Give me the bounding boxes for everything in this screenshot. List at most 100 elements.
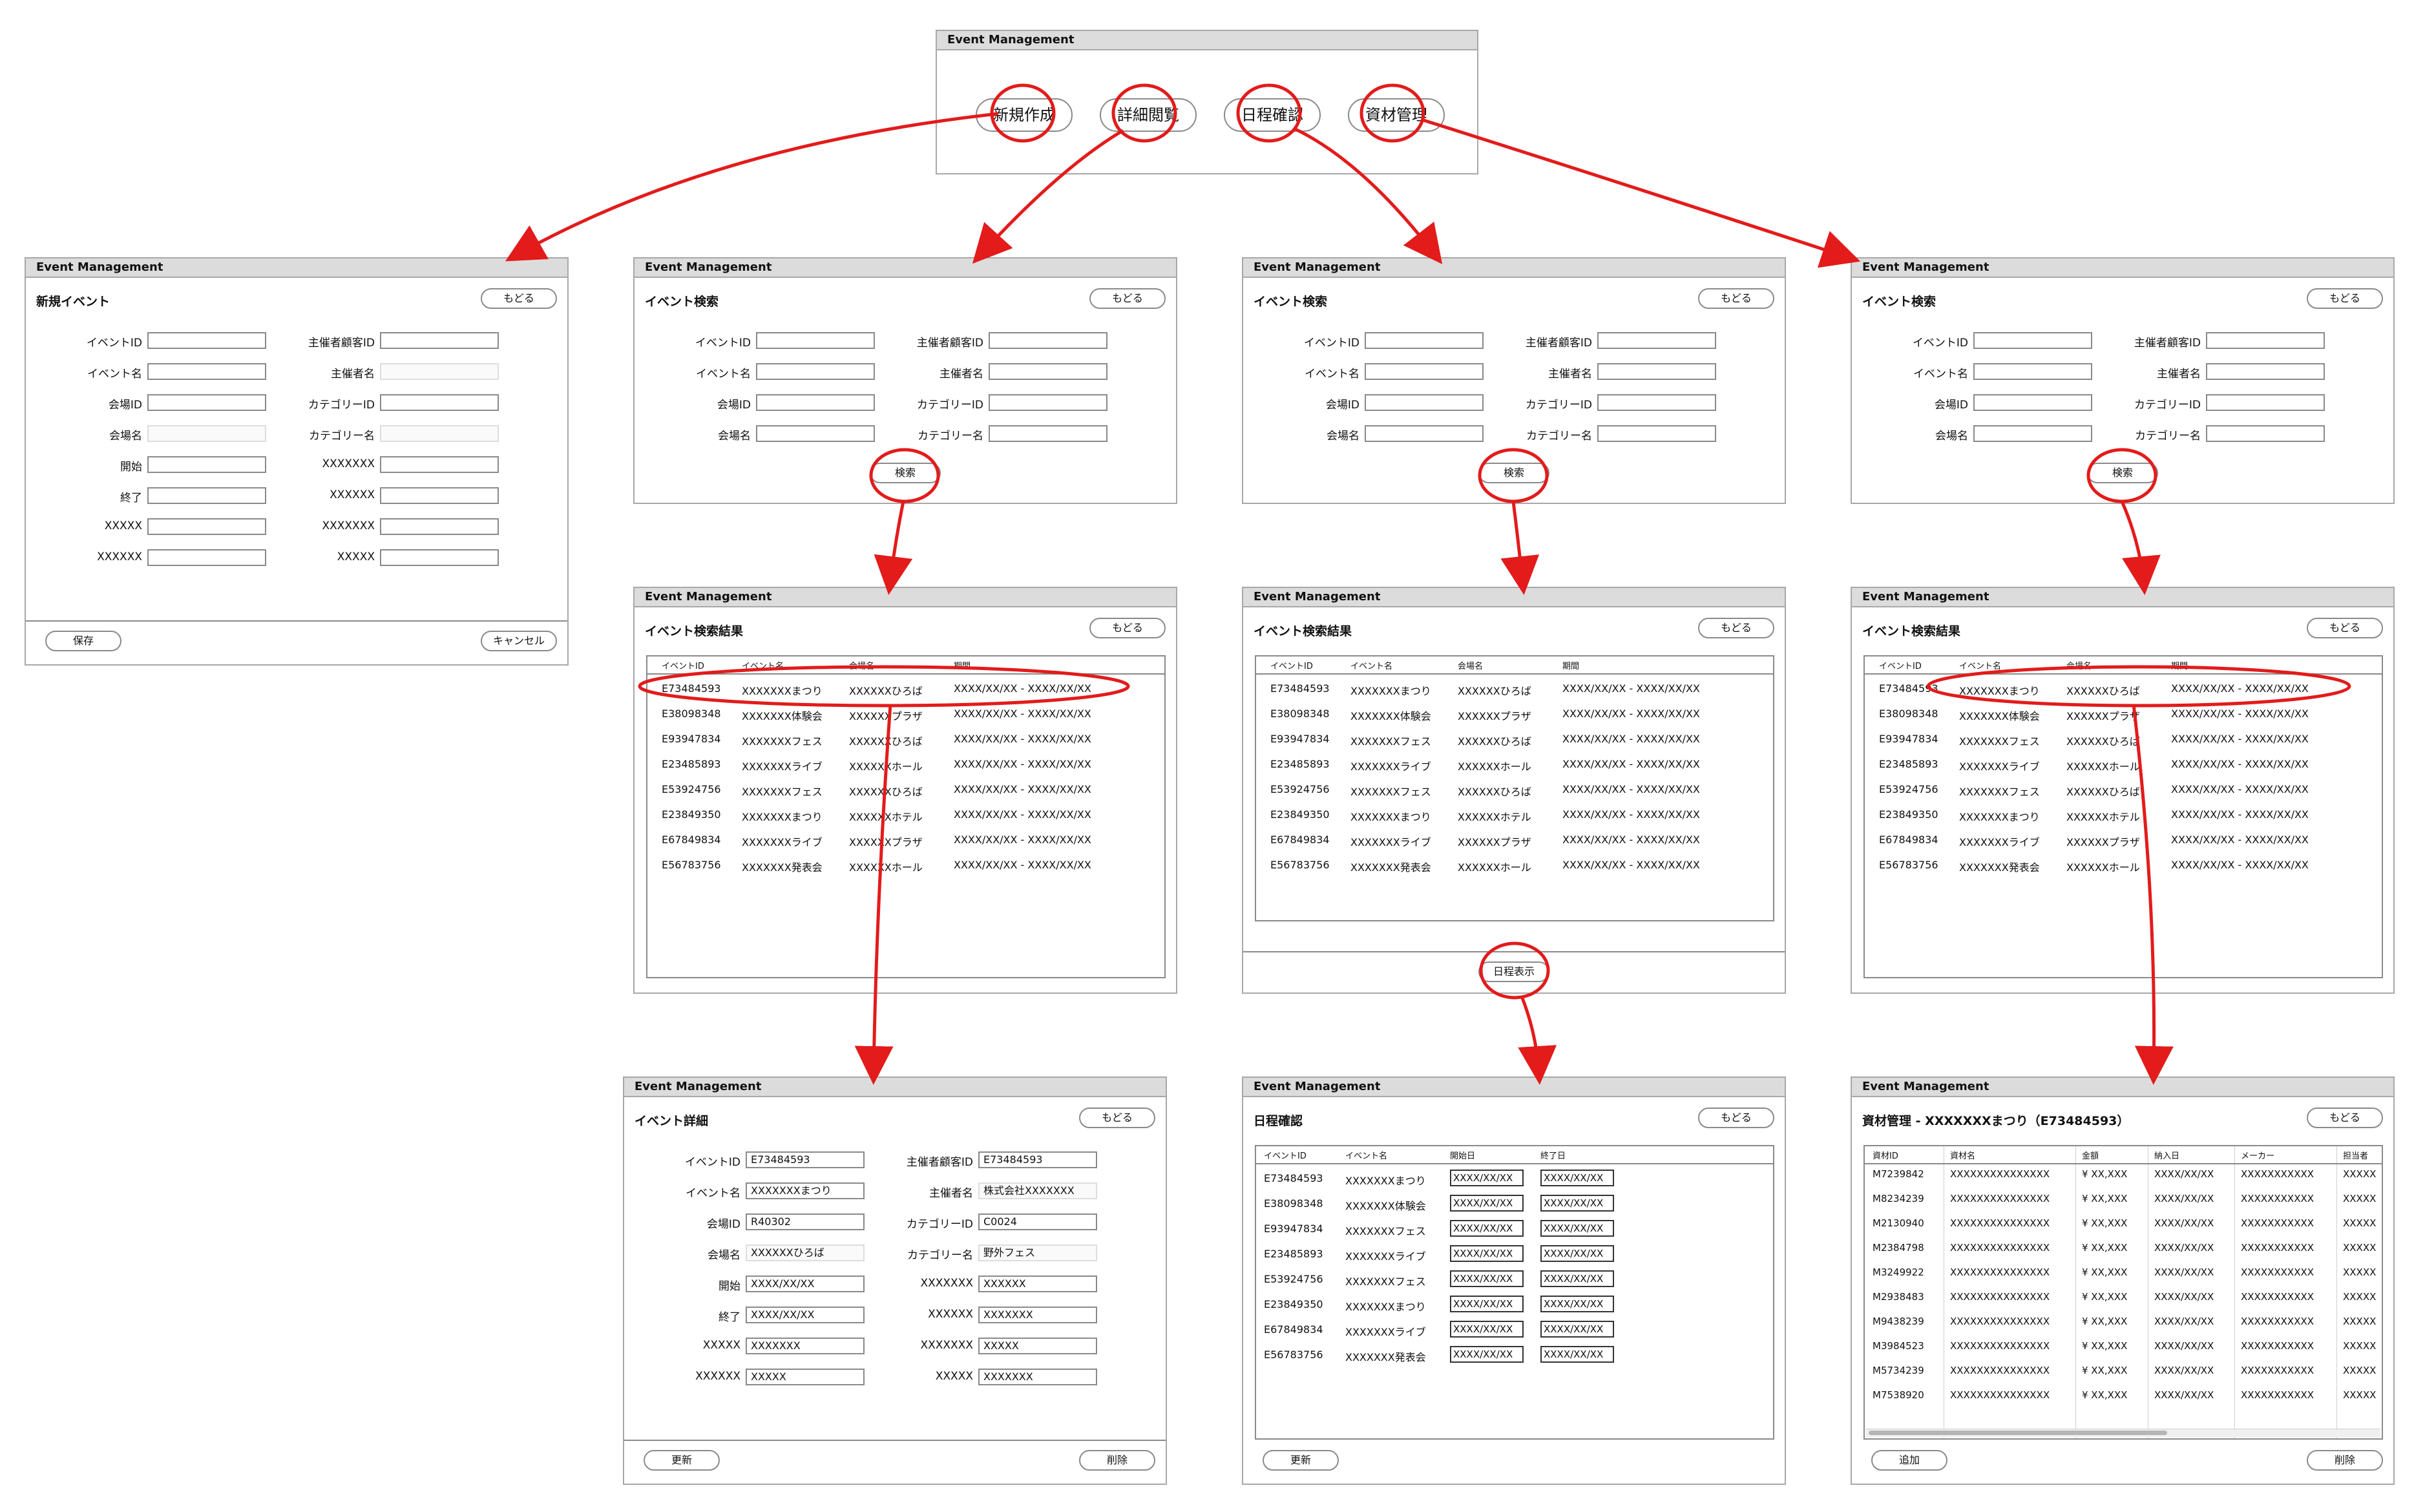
- delete-button[interactable]: 削除: [1079, 1450, 1155, 1471]
- text-field[interactable]: [756, 332, 875, 349]
- end-date-field[interactable]: XXXX/XX/XX: [1540, 1170, 1614, 1186]
- table-cell[interactable]: E23485893: [1270, 758, 1330, 770]
- table-cell[interactable]: XXXXXXプラザ: [849, 836, 923, 848]
- start-date-field[interactable]: XXXX/XX/XX: [1450, 1220, 1524, 1237]
- table-cell[interactable]: XXXXXXXフェス: [1959, 735, 2040, 748]
- table-cell[interactable]: XXXX/XX/XX - XXXX/XX/XX: [1562, 733, 1700, 745]
- table-cell[interactable]: M2130940: [1873, 1217, 1924, 1229]
- back-button[interactable]: もどる: [2307, 618, 2383, 638]
- table-cell[interactable]: E23485893: [662, 758, 721, 770]
- table-cell[interactable]: E53924756: [1879, 783, 1938, 795]
- table-cell[interactable]: E38098348: [1270, 708, 1330, 720]
- text-field[interactable]: [756, 425, 875, 442]
- table-cell[interactable]: XXXX/XX/XX - XXXX/XX/XX: [2171, 859, 2309, 871]
- table-cell[interactable]: XXXX/XX/XX: [2154, 1193, 2214, 1204]
- add-button[interactable]: 追加: [1871, 1450, 1947, 1471]
- start-date-field[interactable]: XXXX/XX/XX: [1450, 1346, 1524, 1363]
- text-field[interactable]: [380, 518, 499, 535]
- text-field[interactable]: E73484593: [746, 1151, 865, 1168]
- table-cell[interactable]: XXXXXXプラザ: [849, 710, 923, 722]
- table-cell[interactable]: XXXXXXXフェス: [1959, 786, 2040, 798]
- table-cell[interactable]: XXXXXXひろば: [2066, 685, 2140, 697]
- table-cell[interactable]: XXXX/XX/XX - XXXX/XX/XX: [954, 783, 1091, 795]
- table-cell[interactable]: XXXX/XX/XX: [2154, 1340, 2214, 1352]
- table-cell[interactable]: XXXX/XX/XX: [2154, 1217, 2214, 1229]
- text-field[interactable]: XXXXXX: [978, 1276, 1097, 1292]
- table-cell[interactable]: XXXXXXXXXXXXXXX: [1950, 1242, 2050, 1254]
- back-button[interactable]: もどる: [1079, 1108, 1155, 1128]
- table-cell[interactable]: E67849834: [1879, 834, 1938, 846]
- table-cell[interactable]: E23849350: [1879, 808, 1938, 821]
- table-cell[interactable]: E67849834: [1270, 834, 1330, 846]
- table-cell[interactable]: XXXX/XX/XX - XXXX/XX/XX: [2171, 708, 2309, 720]
- table-cell[interactable]: M9438239: [1873, 1316, 1924, 1327]
- update-button[interactable]: 更新: [1263, 1450, 1339, 1471]
- back-button[interactable]: もどる: [2307, 288, 2383, 309]
- table-cell[interactable]: XXXX/XX/XX - XXXX/XX/XX: [2171, 808, 2309, 821]
- text-field[interactable]: R40302: [746, 1213, 865, 1230]
- search-button[interactable]: 検索: [2087, 463, 2158, 483]
- table-cell[interactable]: XXXXXXXフェス: [742, 735, 823, 748]
- new-create-button[interactable]: 新規作成: [976, 98, 1073, 132]
- text-field[interactable]: [380, 394, 499, 411]
- table-cell[interactable]: M2384798: [1873, 1242, 1924, 1254]
- table-cell[interactable]: E73484593: [662, 682, 721, 695]
- end-date-field[interactable]: XXXX/XX/XX: [1540, 1245, 1614, 1262]
- table-cell[interactable]: XXXXXXホール: [849, 861, 923, 874]
- table-cell[interactable]: XXXXXXひろば: [2066, 735, 2140, 748]
- table-cell[interactable]: XXXXXXXまつり: [1350, 811, 1431, 823]
- text-field[interactable]: XXXX/XX/XX: [746, 1307, 865, 1323]
- update-button[interactable]: 更新: [644, 1450, 720, 1471]
- table-cell[interactable]: XXXXXXXライブ: [1350, 836, 1431, 848]
- save-button[interactable]: 保存: [45, 631, 121, 651]
- table-cell[interactable]: XXXXXXXライブ: [1959, 836, 2040, 848]
- table-cell[interactable]: XXXX/XX/XX - XXXX/XX/XX: [1562, 783, 1700, 795]
- table-cell[interactable]: XXXX/XX/XX - XXXX/XX/XX: [954, 859, 1091, 871]
- scrollbar-thumb[interactable]: [1869, 1431, 2167, 1435]
- text-field[interactable]: [1597, 363, 1716, 380]
- text-field[interactable]: [756, 394, 875, 411]
- table-cell[interactable]: XXXXXXプラザ: [2066, 836, 2140, 848]
- table-cell[interactable]: ¥ XX,XXX: [2082, 1365, 2128, 1376]
- table-cell[interactable]: XXXXXXホール: [2066, 861, 2140, 874]
- start-date-field[interactable]: XXXX/XX/XX: [1450, 1296, 1524, 1312]
- table-cell[interactable]: XXXXXXXXXXX: [2241, 1168, 2314, 1180]
- table-cell[interactable]: M7538920: [1873, 1389, 1924, 1401]
- end-date-field[interactable]: XXXX/XX/XX: [1540, 1220, 1614, 1237]
- table-cell[interactable]: XXXXXXXまつり: [1959, 811, 2040, 823]
- table-cell[interactable]: M3984523: [1873, 1340, 1924, 1352]
- search-button[interactable]: 検索: [1478, 463, 1549, 483]
- table-cell[interactable]: XXXXX: [2343, 1217, 2377, 1229]
- table-cell[interactable]: E93947834: [1270, 733, 1330, 745]
- table-cell[interactable]: E53924756: [662, 783, 721, 795]
- text-field[interactable]: [380, 456, 499, 473]
- table-cell[interactable]: XXXXXXXXXXXXXXX: [1950, 1217, 2050, 1229]
- table-cell[interactable]: XXXX/XX/XX: [2154, 1242, 2214, 1254]
- table-cell[interactable]: M7239842: [1873, 1168, 1924, 1180]
- table-cell[interactable]: XXXXXXXXXXX: [2241, 1291, 2314, 1303]
- back-button[interactable]: もどる: [1698, 618, 1774, 638]
- table-cell[interactable]: XXXXXXX体験会: [1350, 710, 1431, 722]
- table-cell[interactable]: XXXX/XX/XX - XXXX/XX/XX: [1562, 758, 1700, 770]
- table-cell[interactable]: XXXX/XX/XX - XXXX/XX/XX: [954, 708, 1091, 720]
- text-field[interactable]: XXXXX: [978, 1338, 1097, 1354]
- table-cell[interactable]: E56783756: [1270, 859, 1330, 871]
- table-cell[interactable]: XXXX/XX/XX - XXXX/XX/XX: [1562, 859, 1700, 871]
- start-date-field[interactable]: XXXX/XX/XX: [1450, 1170, 1524, 1186]
- back-button[interactable]: もどる: [1089, 288, 1166, 309]
- table-cell[interactable]: E73484593: [1879, 682, 1938, 695]
- text-field[interactable]: [1597, 425, 1716, 442]
- table-cell[interactable]: XXXXXXプラザ: [2066, 710, 2140, 722]
- text-field[interactable]: [380, 549, 499, 566]
- text-field[interactable]: [147, 332, 266, 349]
- text-field[interactable]: [147, 394, 266, 411]
- back-button[interactable]: もどる: [1698, 288, 1774, 309]
- table-cell[interactable]: E93947834: [1879, 733, 1938, 745]
- table-cell[interactable]: XXXXXXXXXXXXXXX: [1950, 1168, 2050, 1180]
- table-cell[interactable]: XXXXX: [2343, 1193, 2377, 1204]
- table-cell[interactable]: XXXXXXXXXXXXXXX: [1950, 1340, 2050, 1352]
- table-cell[interactable]: XXXXXXXXXXXXXXX: [1950, 1193, 2050, 1204]
- table-cell[interactable]: XXXXX: [2343, 1266, 2377, 1278]
- text-field[interactable]: [380, 363, 499, 380]
- start-date-field[interactable]: XXXX/XX/XX: [1450, 1245, 1524, 1262]
